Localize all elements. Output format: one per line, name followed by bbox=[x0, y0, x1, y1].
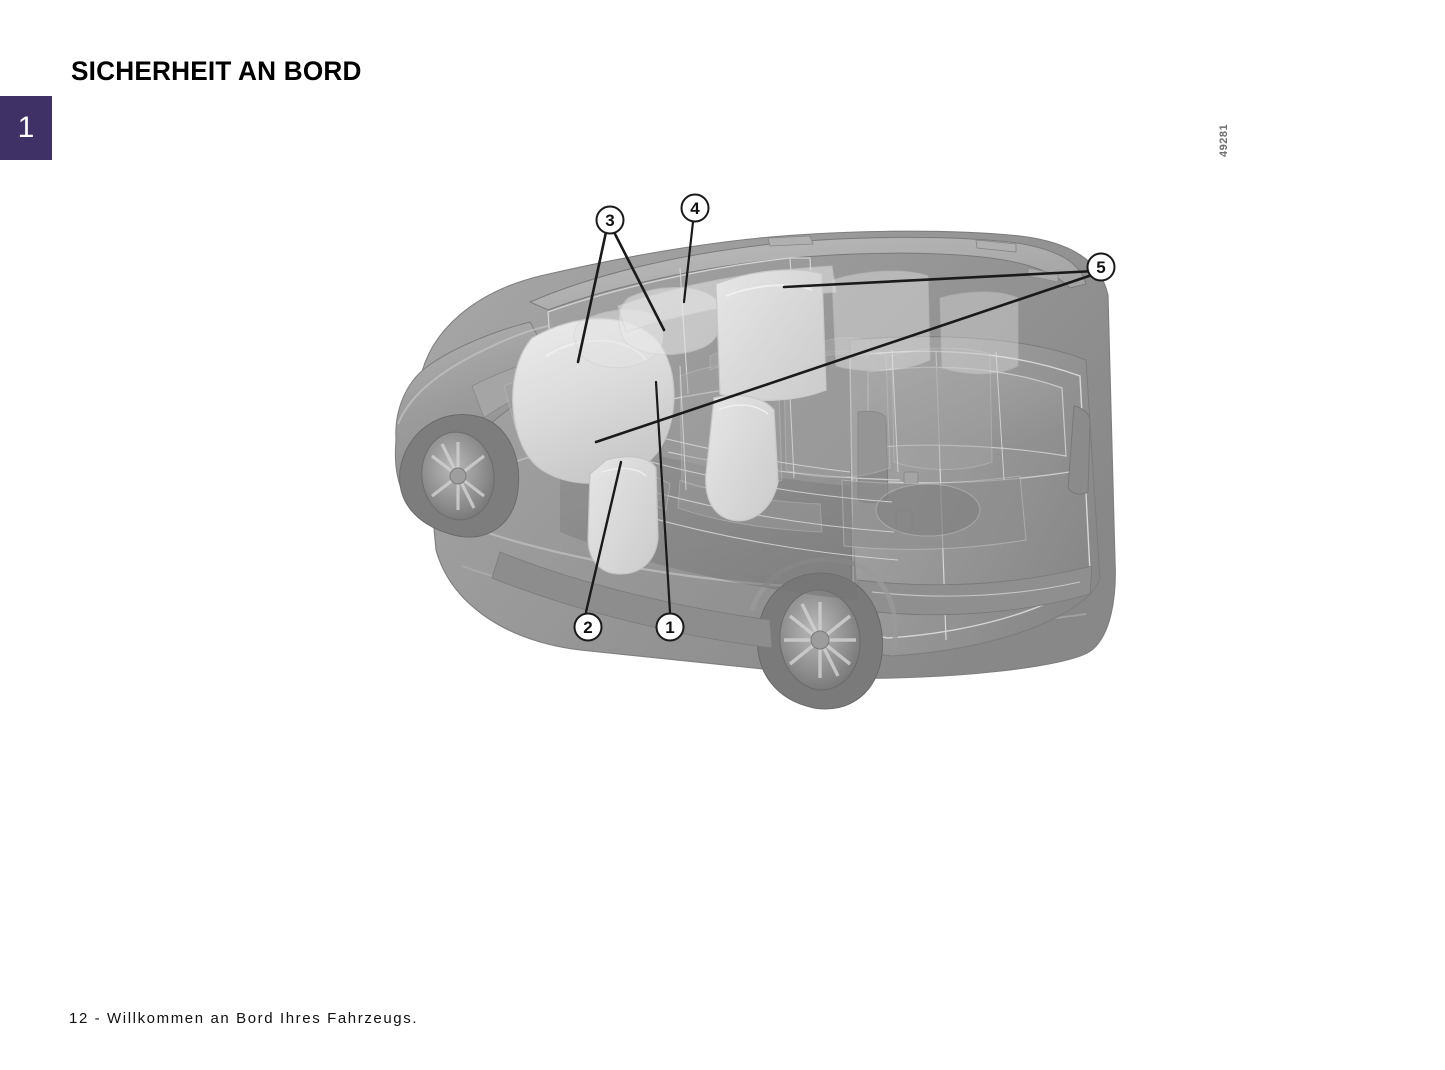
callout-4: 4 bbox=[680, 193, 710, 223]
vehicle-airbag-illustration: 3 4 5 2 1 bbox=[380, 180, 1140, 750]
leader-line-2 bbox=[584, 460, 623, 614]
tail-light-right bbox=[1067, 405, 1091, 495]
front-wheel bbox=[399, 414, 520, 538]
roof-panel bbox=[528, 236, 1087, 311]
leader-line-5b bbox=[594, 272, 1097, 444]
rear-bumper bbox=[857, 565, 1093, 616]
leader-line-5a bbox=[782, 269, 1097, 289]
callout-markers: 3 4 5 2 1 bbox=[573, 193, 1116, 642]
callout-3: 3 bbox=[595, 205, 625, 235]
headrest-mid bbox=[817, 337, 869, 359]
hood-highlight bbox=[397, 325, 549, 425]
rear-airbag-highlight-1 bbox=[725, 284, 813, 297]
page-footer: 12 - Willkommen an Bord Ihres Fahrzeugs. bbox=[69, 1010, 419, 1027]
svg-text:1: 1 bbox=[665, 618, 674, 637]
leader-line-1 bbox=[654, 380, 672, 614]
spare-wheel-well bbox=[875, 483, 981, 537]
rear-hub bbox=[810, 630, 830, 650]
figure-id: 49281 bbox=[1216, 67, 1230, 157]
boot-side-panel bbox=[939, 291, 1019, 375]
rear-curtain-panel bbox=[831, 270, 931, 372]
leader-line-4 bbox=[682, 220, 695, 304]
svg-text:2: 2 bbox=[583, 618, 592, 637]
svg-text:4: 4 bbox=[690, 199, 700, 218]
rear-side-airbag-right bbox=[705, 394, 779, 522]
roof-rail-front bbox=[767, 235, 814, 247]
chapter-number: 1 bbox=[17, 111, 35, 144]
leader-line-3a bbox=[576, 230, 608, 364]
rear-window bbox=[867, 366, 1067, 457]
chapter-tab: 1 bbox=[0, 96, 52, 160]
bumper-line bbox=[871, 581, 1081, 597]
second-row-seat-right bbox=[891, 347, 993, 470]
front-hub bbox=[449, 467, 467, 485]
door-rail bbox=[667, 451, 901, 481]
rear-badge bbox=[903, 471, 919, 485]
callout-1: 1 bbox=[655, 612, 685, 642]
airbags bbox=[512, 265, 1019, 575]
callout-leader-lines bbox=[576, 220, 1097, 614]
svg-text:3: 3 bbox=[605, 211, 614, 230]
rear-airbag-highlight-2 bbox=[717, 404, 769, 415]
side-skirt bbox=[491, 551, 773, 649]
svg-text:5: 5 bbox=[1096, 258, 1105, 277]
seat-airbag-highlight bbox=[601, 467, 647, 477]
rear-wheel bbox=[749, 556, 898, 710]
seat-side-airbag bbox=[587, 456, 659, 575]
figure-id-text: 49281 bbox=[1218, 123, 1230, 157]
callout-2: 2 bbox=[573, 612, 603, 642]
leader-line-3b bbox=[612, 230, 666, 332]
roof-rail-rear bbox=[975, 239, 1017, 253]
callout-5: 5 bbox=[1086, 252, 1116, 282]
page-title: SICHERHEIT AN BORD bbox=[71, 56, 362, 87]
